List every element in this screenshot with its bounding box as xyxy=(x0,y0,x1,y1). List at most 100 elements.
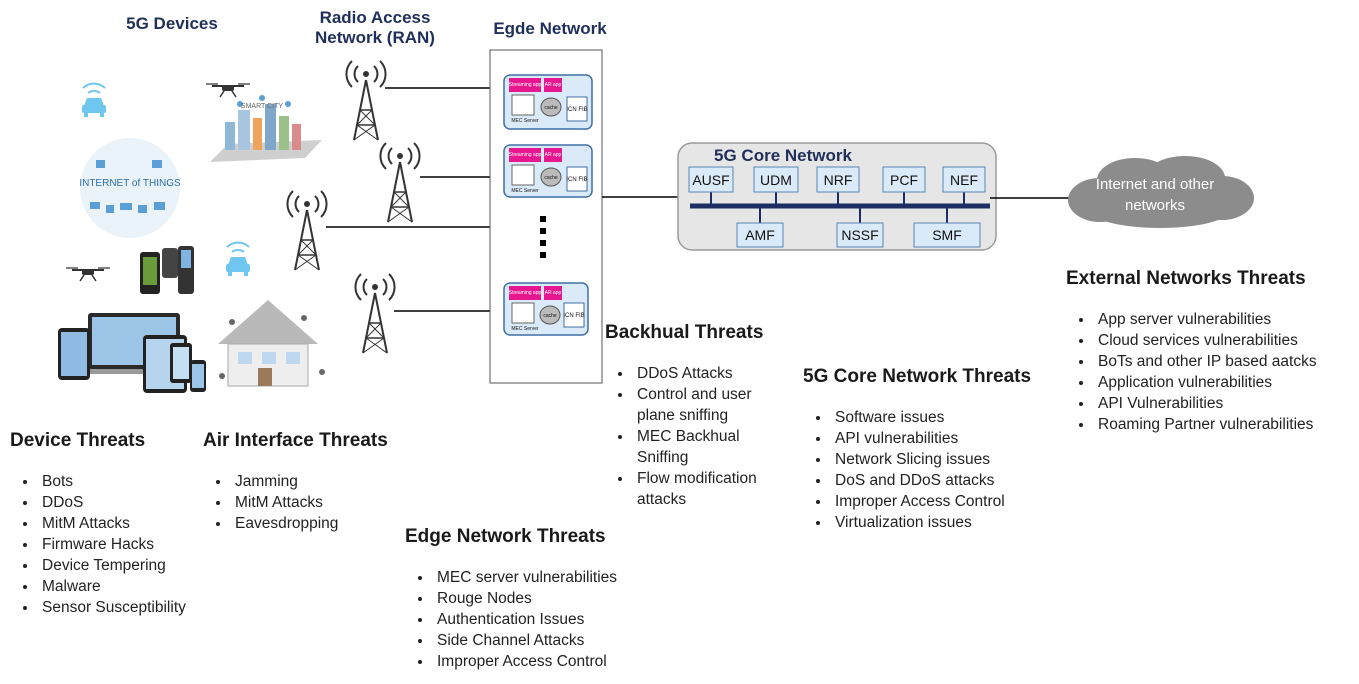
core-threat-item: Improper Access Control xyxy=(831,491,1031,512)
backhaul-threats: Backhual Threats DDoS Attacks Control an… xyxy=(605,322,805,510)
phones-icon xyxy=(140,246,194,294)
edge-node-2: MEC Server Streaming app AR app cache IC… xyxy=(503,144,593,198)
pcf-node: PCF xyxy=(882,166,926,193)
car-icon xyxy=(81,82,107,118)
nssf-node: NSSF xyxy=(836,222,884,248)
edge-threat-item: Authentication Issues xyxy=(433,609,617,630)
external-threat-item: Cloud services vulnerabilities xyxy=(1094,330,1317,351)
amf-label: AMF xyxy=(745,227,775,243)
external-threat-item: API Vulnerabilities xyxy=(1094,393,1317,414)
amf-node: AMF xyxy=(736,222,784,248)
car-icon-2 xyxy=(225,241,251,277)
tablets-laptops-icon xyxy=(58,313,206,393)
smart-city-icon: SMART CITY xyxy=(210,95,322,162)
device-threat-item: Firmware Hacks xyxy=(38,534,186,555)
tower-icon-2 xyxy=(379,142,421,223)
backhaul-threat-item: MEC Backhual Sniffing xyxy=(633,426,783,468)
backhaul-threat-item: Control and user plane sniffing xyxy=(633,384,783,426)
nef-node: NEF xyxy=(942,166,986,193)
core-threat-item: Software issues xyxy=(831,407,1031,428)
device-threat-item: Malware xyxy=(38,576,186,597)
tower-icon-4 xyxy=(354,273,396,354)
core-threat-item: API vulnerabilities xyxy=(831,428,1031,449)
external-network-threats: External Networks Threats App server vul… xyxy=(1066,268,1317,435)
ausf-label: AUSF xyxy=(692,172,729,188)
udm-node: UDM xyxy=(753,166,799,193)
air-interface-threats: Air Interface Threats Jamming MitM Attac… xyxy=(203,430,388,534)
ran-header: Radio Access Network (RAN) xyxy=(315,8,435,47)
edge-threat-item: Rouge Nodes xyxy=(433,588,617,609)
edge-threat-item: Side Channel Attacks xyxy=(433,630,617,651)
edge-node-2-app2: AR app xyxy=(545,152,562,158)
smf-label: SMF xyxy=(932,227,962,243)
nef-label: NEF xyxy=(950,172,978,188)
internet-cloud xyxy=(1068,156,1254,228)
edge-node-3-cache: cache xyxy=(543,313,557,319)
air-threat-item: Eavesdropping xyxy=(231,513,388,534)
nrf-label: NRF xyxy=(824,172,853,188)
ausf-node: AUSF xyxy=(688,166,734,193)
edge-node-1: MEC Server Streaming app AR app cache IC… xyxy=(503,74,593,130)
iot-label: INTERNET of THINGS xyxy=(79,178,181,189)
device-threats: Device Threats Bots DDoS MitM Attacks Fi… xyxy=(10,430,186,618)
iot-icon: INTERNET of THINGS xyxy=(79,138,181,238)
edge-node-2-app1: Streaming app xyxy=(509,152,542,158)
udm-label: UDM xyxy=(760,172,792,188)
core-threat-item: DoS and DDoS attacks xyxy=(831,470,1031,491)
drone-icon-2 xyxy=(65,267,111,282)
external-threat-item: Roaming Partner vulnerabilities xyxy=(1094,414,1317,435)
smart-city-label: SMART CITY xyxy=(241,103,283,110)
external-threat-item: App server vulnerabilities xyxy=(1094,309,1317,330)
external-threats-title: External Networks Threats xyxy=(1066,268,1306,289)
external-threat-item: BoTs and other IP based aatcks xyxy=(1094,351,1317,372)
device-threats-title: Device Threats xyxy=(10,430,146,451)
edge-node-3: MEC Server Streaming app AR app cache IC… xyxy=(503,282,589,336)
edge-node-1-app2: AR app xyxy=(545,82,562,88)
nssf-label: NSSF xyxy=(841,227,878,243)
device-threat-item: DDoS xyxy=(38,492,186,513)
edge-node-1-fib: ICN FIB xyxy=(566,107,587,113)
edge-ellipsis xyxy=(540,216,546,258)
edge-node-1-cache: cache xyxy=(544,105,558,111)
backhaul-threats-title: Backhual Threats xyxy=(605,322,764,343)
edge-node-3-server: MEC Server xyxy=(511,326,539,332)
edge-node-3-app1: Streaming app xyxy=(509,290,542,296)
drone-icon xyxy=(205,83,251,98)
edge-node-1-app1: Streaming app xyxy=(509,82,542,88)
backhaul-threat-item: Flow modification attacks xyxy=(633,468,783,510)
nrf-node: NRF xyxy=(816,166,860,193)
air-threat-item: MitM Attacks xyxy=(231,492,388,513)
device-threat-item: Bots xyxy=(38,471,186,492)
core-threat-item: Network Slicing issues xyxy=(831,449,1031,470)
backhaul-threat-item: DDoS Attacks xyxy=(633,363,783,384)
network-diagram: SMART CITY INTERNET of THINGS xyxy=(58,49,1254,393)
device-threat-item: Sensor Susceptibility xyxy=(38,597,186,618)
device-threat-item: Device Tempering xyxy=(38,555,186,576)
pcf-label: PCF xyxy=(890,172,918,188)
edge-node-3-fib: ICN FIB xyxy=(563,313,584,319)
edge-header: Egde Network xyxy=(493,19,607,38)
edge-threats-title: Edge Network Threats xyxy=(405,526,606,547)
core-network-title: 5G Core Network xyxy=(714,146,852,165)
edge-threat-item: Improper Access Control xyxy=(433,651,617,672)
edge-node-2-server: MEC Server xyxy=(511,188,539,194)
edge-node-2-fib: ICN FIB xyxy=(566,177,587,183)
external-threat-item: Application vulnerabilities xyxy=(1094,372,1317,393)
air-threats-title: Air Interface Threats xyxy=(203,430,388,451)
tower-icon-1 xyxy=(345,60,387,141)
internet-label: Internet and other networks xyxy=(1095,176,1215,214)
core-threats-title: 5G Core Network Threats xyxy=(803,366,1032,387)
devices-header: 5G Devices xyxy=(126,14,218,33)
tower-icon-3 xyxy=(286,190,328,271)
edge-node-2-cache: cache xyxy=(544,175,558,181)
smart-home-icon xyxy=(218,300,325,387)
device-threat-item: MitM Attacks xyxy=(38,513,186,534)
edge-node-3-app2: AR app xyxy=(545,290,562,296)
edge-network-threats: Edge Network Threats MEC server vulnerab… xyxy=(405,526,617,672)
core-network-threats: 5G Core Network Threats Software issues … xyxy=(803,366,1031,533)
core-threat-item: Virtualization issues xyxy=(831,512,1031,533)
edge-threat-item: MEC server vulnerabilities xyxy=(433,567,617,588)
smf-node: SMF xyxy=(913,222,981,248)
edge-node-1-server: MEC Server xyxy=(511,118,539,124)
air-threat-item: Jamming xyxy=(231,471,388,492)
